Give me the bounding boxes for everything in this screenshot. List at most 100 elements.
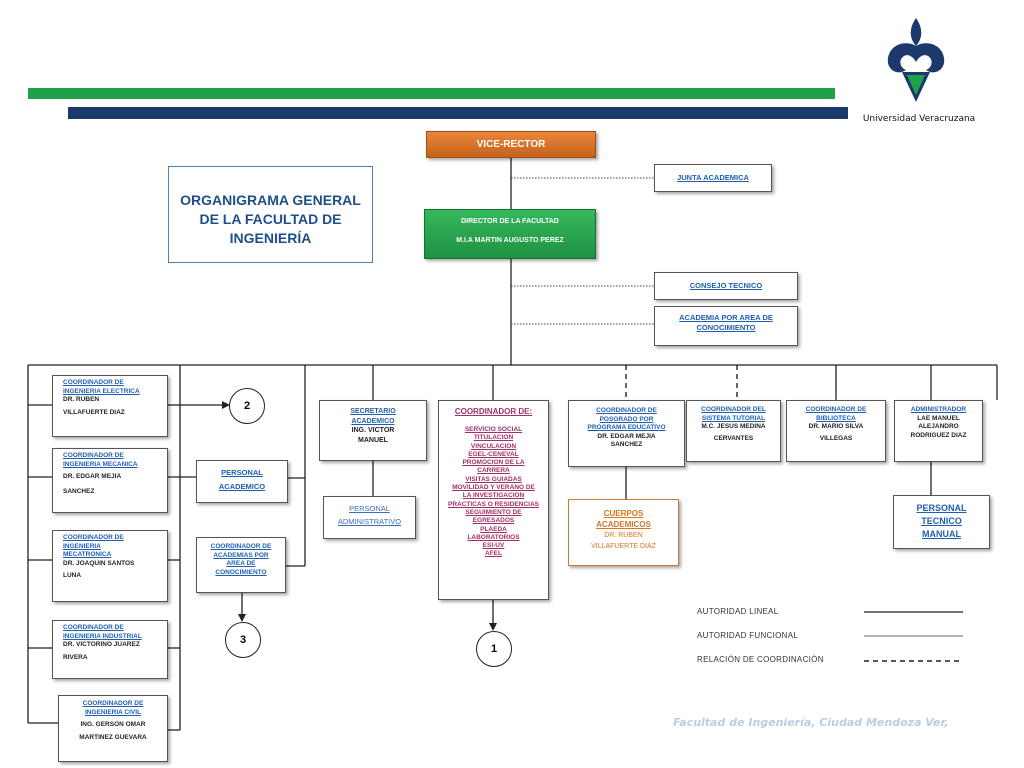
academia-area-line2[interactable]: CONOCIMIENTO [696, 323, 756, 332]
cuerpos-line2[interactable]: ACADEMICOS [596, 520, 651, 529]
coordinador-de-title[interactable]: COORDINADOR DE: [454, 407, 533, 416]
connector-circle-1: 1 [476, 631, 512, 667]
coord-mecatronica-title3[interactable]: MECATRONICA [63, 551, 112, 559]
tutorial-line2[interactable]: SISTEMA TUTORIAL [701, 414, 766, 422]
coord-mecatronica-box: COORDINADOR DE INGENIERIA MECATRONICA DR… [52, 530, 168, 602]
coord-electrica-box: COORDINADOR DE INGENIERIA ELECTRICA DR. … [52, 375, 168, 437]
director-title: DIRECTOR DE LA FACULTAD [461, 218, 559, 225]
coordinador-de-item[interactable]: ESI-UV [482, 542, 505, 550]
personal-tecnico-line1[interactable]: PERSONAL [916, 503, 967, 513]
coord-mecatronica-name1: DR. JOAQUIN SANTOS [63, 559, 135, 567]
navy-header-bar [68, 107, 848, 119]
biblioteca-name2: VILLEGAS [819, 434, 853, 442]
coord-electrica-name1: DR. RUBEN [63, 396, 100, 404]
coordinador-de-item[interactable]: EGRESADOS [472, 517, 515, 525]
secretario-name2: MANUEL [358, 436, 388, 444]
coord-electrica-title1[interactable]: COORDINADOR DE [63, 379, 124, 386]
biblioteca-line2[interactable]: BIBLIOTECA [816, 414, 856, 422]
coord-civil-box: COORDINADOR DE INGENIERIA CIVIL ING. GER… [58, 695, 168, 762]
personal-admin-line1[interactable]: PERSONAL [349, 504, 390, 513]
administrador-name2: ALEJANDRO [918, 423, 959, 431]
posgrado-name2: SANCHEZ [610, 441, 643, 449]
coord-mecatronica-name2: LUNA [63, 572, 82, 580]
legend-coordinacion: RELACIÓN DE COORDINACIÓN [697, 655, 824, 664]
coord-civil-title1[interactable]: COORDINADOR DE [82, 700, 144, 707]
coord-academias-line3[interactable]: AREA DE [226, 560, 256, 568]
footer-caption: Facultad de Ingeniería, Ciudad Mendoza V… [673, 716, 949, 729]
coord-mecatronica-title2[interactable]: INGENIERIA [63, 542, 101, 550]
posgrado-name1: DR. EDGAR MEJIA [597, 432, 656, 440]
biblioteca-box: COORDINADOR DE BIBLIOTECA DR. MARIO SILV… [786, 400, 886, 462]
secretario-line1[interactable]: SECRETARIO [350, 408, 396, 415]
coord-civil-name2: MARTINEZ GUEVARA [79, 733, 147, 741]
coordinador-de-item[interactable]: SEGUIMIENTO DE [465, 508, 522, 516]
connector-2-label: 2 [243, 400, 251, 412]
coordinador-de-item[interactable]: EGEL-CENEVAL [468, 450, 519, 458]
coordinador-de-item[interactable]: CARRERA [477, 467, 510, 475]
tutorial-name1: M.C. JESUS MEDINA [701, 423, 766, 431]
administrador-line1[interactable]: ADMINISTRADOR [910, 406, 967, 413]
cuerpos-academicos-box: CUERPOS ACADEMICOS DR. RUBEN VILLAFUERTE… [568, 499, 679, 566]
director-name: M.I.A MARTIN AUGUSTO PEREZ [456, 237, 564, 244]
consejo-tecnico-label[interactable]: CONSEJO TECNICO [689, 281, 763, 290]
coordinador-de-box: COORDINADOR DE: SERVICIO SOCIAL TITULACI… [438, 400, 549, 600]
secretario-line2[interactable]: ACADEMICO [351, 417, 395, 425]
coord-academias-line4[interactable]: CONOCIMIENTO [215, 568, 267, 576]
coordinador-de-item[interactable]: PRACTICAS O RESIDENCIAS [447, 500, 539, 508]
administrador-box: ADMINISTRADOR LAE MANUEL ALEJANDRO RODRI… [894, 400, 983, 462]
personal-admin-box: PERSONAL ADMINISTRATIVO [323, 496, 416, 539]
legend-funcional: AUTORIDAD FUNCIONAL [697, 631, 799, 640]
coord-mecanica-name1: DR. EDGAR MEJIA [63, 473, 122, 481]
coordinador-de-item[interactable]: PLAEDA [480, 525, 507, 533]
junta-academica-label[interactable]: JUNTA ACADEMICA [677, 173, 749, 182]
coord-academias-box: COORDINADOR DE ACADEMIAS POR AREA DE CON… [196, 537, 286, 593]
cuerpos-name1: DR. RUBEN [604, 532, 643, 539]
biblioteca-line1[interactable]: COORDINADOR DE [805, 406, 867, 413]
coordinador-de-item[interactable]: VISITAS GUIADAS [465, 475, 522, 483]
coord-industrial-name2: RIVERA [63, 653, 88, 661]
posgrado-line3[interactable]: PROGRAMA EDUCATIVO [587, 424, 666, 432]
coord-industrial-title2[interactable]: INGENIERIA INDUSTRIAL [63, 632, 142, 640]
director-box: DIRECTOR DE LA FACULTAD M.I.A MARTIN AUG… [424, 209, 596, 259]
personal-academico-line1[interactable]: PERSONAL [221, 468, 263, 477]
coord-academias-line2[interactable]: ACADEMIAS POR [213, 551, 269, 559]
personal-academico-box: PERSONAL ACADEMICO [196, 460, 288, 503]
academia-area-line1[interactable]: ACADEMIA POR AREA DE [679, 313, 773, 322]
coordinador-de-item[interactable]: TITULACION [473, 434, 514, 442]
tutorial-line1[interactable]: COORDINADOR DEL [701, 406, 766, 413]
coordinador-de-item[interactable]: AFEL [485, 550, 502, 558]
org-chart-title-box: ORGANIGRAMA GENERAL DE LA FACULTAD DE IN… [168, 166, 373, 263]
coordinador-de-item[interactable]: MOVILIDAD Y VERANO DE [452, 484, 535, 492]
coordinador-de-item[interactable]: VINCULACION [470, 442, 517, 450]
academia-area-box: ACADEMIA POR AREA DE CONOCIMIENTO [654, 306, 798, 346]
coord-mecanica-name2: SANCHEZ [63, 487, 95, 495]
coordinador-de-item[interactable]: LABORATORIOS [467, 533, 520, 541]
title-line-1: ORGANIGRAMA GENERAL [180, 192, 361, 208]
cuerpos-line1[interactable]: CUERPOS [603, 509, 644, 518]
personal-tecnico-line2[interactable]: TECNICO [921, 516, 962, 526]
vice-rector-label: VICE-RECTOR [476, 139, 546, 150]
personal-academico-line2[interactable]: ACADEMICO [218, 482, 266, 491]
coordinador-de-item[interactable]: SERVICIO SOCIAL [464, 426, 523, 433]
posgrado-line2[interactable]: POSGRADO POR [599, 415, 654, 423]
coordinador-de-item[interactable]: LA INVESTIGACION [462, 492, 525, 500]
title-line-3: INGENIERÍA [229, 230, 312, 246]
coord-mecanica-title2[interactable]: INGENIERIA MECANICA [63, 460, 138, 468]
administrador-name3: RODRIGUEZ DIAZ [910, 431, 967, 439]
coord-industrial-title1[interactable]: COORDINADOR DE [63, 624, 124, 631]
title-line-2: DE LA FACULTAD DE [199, 211, 342, 227]
coord-mecanica-title1[interactable]: COORDINADOR DE [63, 452, 124, 459]
university-logo [876, 14, 956, 110]
coord-electrica-title2[interactable]: INGENIERIA ELECTRICA [63, 387, 140, 395]
legend-lineal: AUTORIDAD LINEAL [697, 607, 779, 616]
personal-tecnico-line3[interactable]: MANUAL [922, 529, 961, 539]
coord-electrica-name2: VILLAFUERTE DIAZ [63, 408, 125, 416]
posgrado-line1[interactable]: COORDINADOR DE [596, 407, 657, 414]
personal-admin-line2[interactable]: ADMINISTRATIVO [337, 517, 402, 526]
coord-mecatronica-title1[interactable]: COORDINADOR DE [63, 534, 124, 541]
coord-civil-title2[interactable]: INGENIERIA CIVIL [84, 708, 142, 716]
coord-academias-line1[interactable]: COORDINADOR DE [210, 543, 272, 550]
vice-rector-box: VICE-RECTOR [426, 131, 596, 158]
coordinador-de-item[interactable]: PROMOCION DE LA [462, 459, 525, 467]
